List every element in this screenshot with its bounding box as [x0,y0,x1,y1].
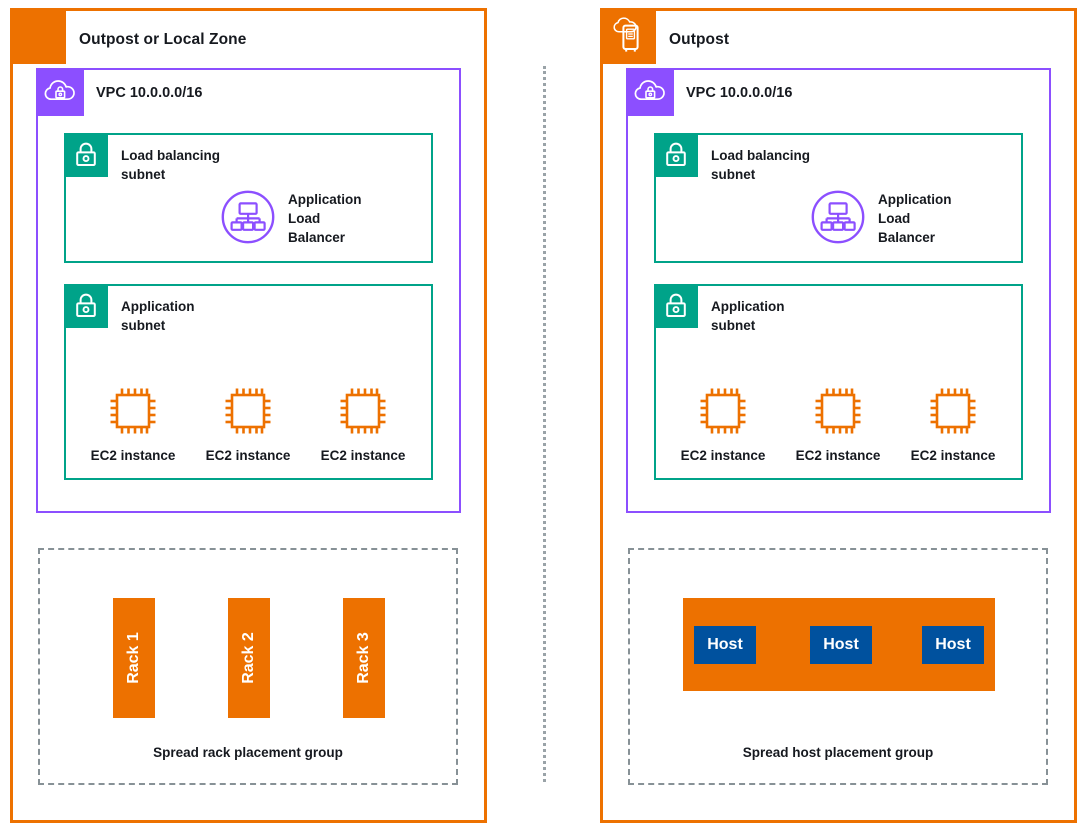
subnet-title-line: Application [711,299,785,314]
rack-label: Rack 2 [240,632,257,684]
host-label: Host [823,636,859,653]
subnet-title: Load balancing subnet [121,146,220,184]
padlock-icon [63,283,108,328]
ec2-instance-icon [925,383,981,439]
panel-title: Outpost [669,31,730,48]
subnet-application-left: Application subnet [63,283,433,480]
alb-label-right: Application Load Balancer [878,190,952,247]
rack-label: Rack 3 [355,632,372,684]
ec2-instance-icon [105,383,161,439]
placement-group-label: Spread rack placement group [153,745,343,760]
subnet-title-line: subnet [711,318,756,334]
alb-label-line: Balancer [288,230,346,246]
subnet-application-right: Application subnet [653,283,1023,480]
padlock-icon [653,283,698,328]
panel-title: Outpost or Local Zone [79,31,247,48]
outpost-rack-icon [600,8,656,64]
subnet-title: Application subnet [711,297,785,335]
alb-label-left: Application Load Balancer [288,190,362,247]
ec2-instance-icon [335,383,391,439]
alb-label-line: Application [878,192,952,207]
panel-divider [543,66,546,782]
host-block: Host [922,626,984,664]
subnet-load-balancing-left: Load balancing subnet [63,132,433,263]
subnet-title-line: subnet [121,167,166,183]
vpc-cloud-lock-icon [35,67,84,116]
subnet-title-line: Load balancing [121,148,221,163]
rack-block: Rack 2 [228,598,270,718]
placement-group-host: Spread host placement group [628,548,1048,785]
application-load-balancer-icon [811,190,865,244]
alb-label-line: Application [288,192,362,207]
rack-block: Rack 3 [343,598,385,718]
padlock-icon [63,132,108,177]
vpc-title: VPC 10.0.0.0/16 [686,85,793,101]
vpc-title: VPC 10.0.0.0/16 [96,85,203,101]
subnet-title-line: Application [121,299,195,314]
ec2-instance-label: EC2 instance [320,448,406,463]
subnet-title-line: Load balancing [711,148,811,163]
ec2-instance-label: EC2 instance [680,448,766,463]
subnet-title: Application subnet [121,297,195,335]
region-icon [10,8,66,64]
ec2-instance-label: EC2 instance [910,448,996,463]
host-label: Host [707,636,743,653]
application-load-balancer-icon [221,190,275,244]
alb-label-line: Load [878,211,911,227]
host-label: Host [935,636,971,653]
subnet-title-line: subnet [121,318,166,334]
subnet-title: Load balancing subnet [711,146,810,184]
alb-label-line: Load [288,211,321,227]
vpc-cloud-lock-icon [625,67,674,116]
rack-block: Rack 1 [113,598,155,718]
host-block: Host [810,626,872,664]
ec2-instance-icon [220,383,276,439]
alb-label-line: Balancer [878,230,936,246]
ec2-instance-label: EC2 instance [90,448,176,463]
host-block: Host [694,626,756,664]
placement-group-rack: Spread rack placement group [38,548,458,785]
ec2-instance-icon [810,383,866,439]
ec2-instance-label: EC2 instance [205,448,291,463]
ec2-instance-label: EC2 instance [795,448,881,463]
padlock-icon [653,132,698,177]
subnet-title-line: subnet [711,167,756,183]
rack-label: Rack 1 [125,632,142,684]
ec2-instance-icon [695,383,751,439]
placement-group-label: Spread host placement group [742,745,934,760]
